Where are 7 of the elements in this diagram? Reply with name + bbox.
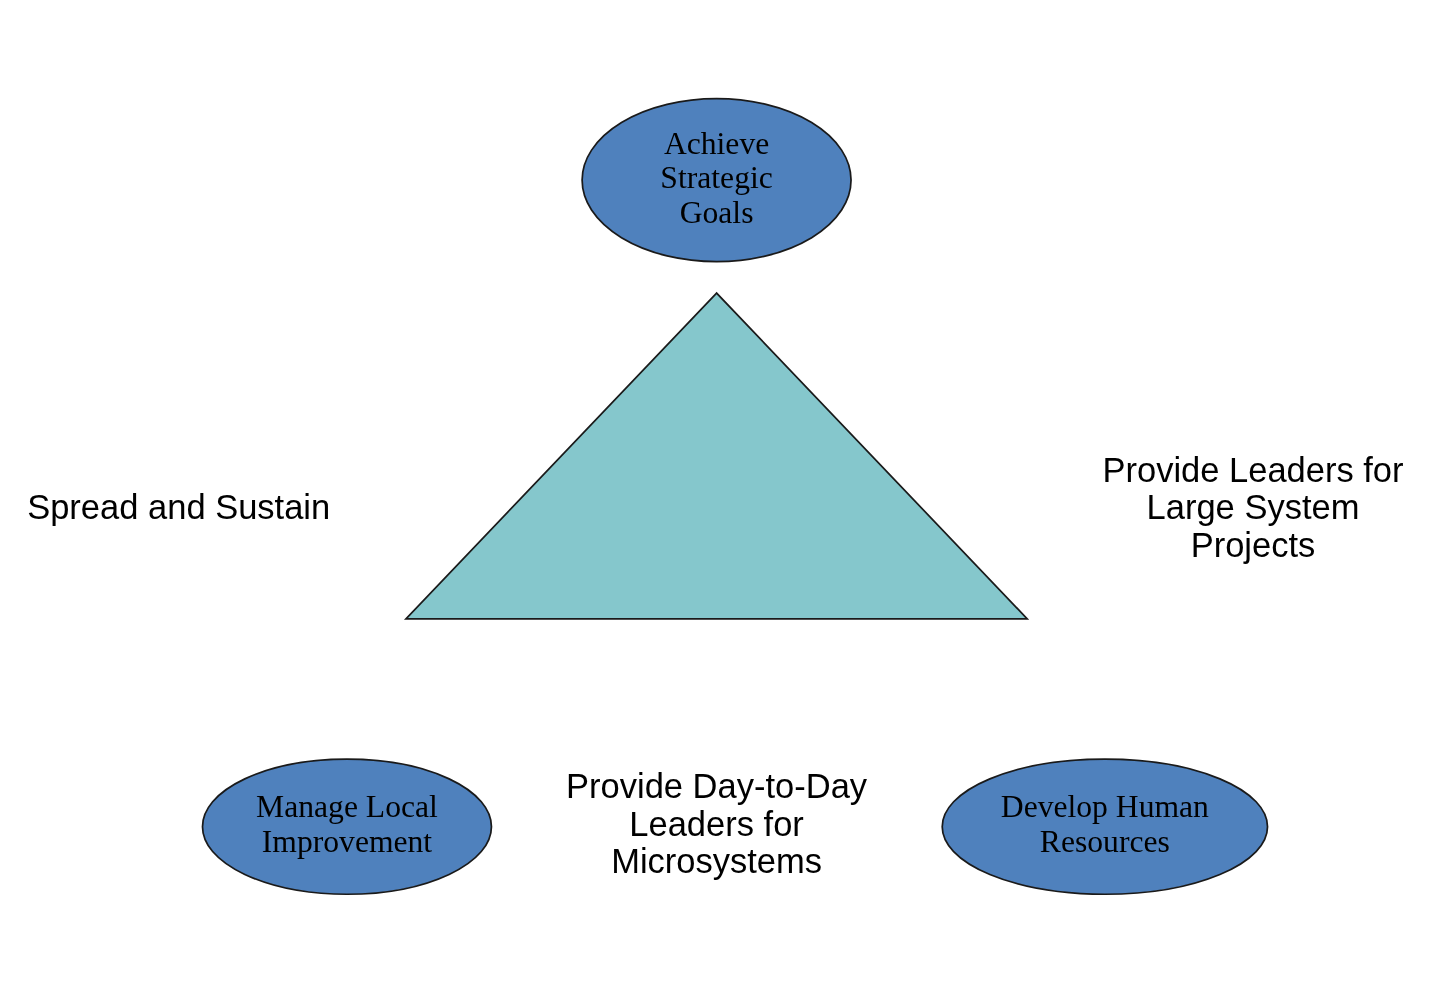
- node-triangle: [403, 291, 1030, 620]
- node-ellipse: Manage Local Improvement: [201, 757, 493, 895]
- node-ellipse: Develop Human Resources: [941, 757, 1269, 895]
- node-ellipse: Achieve Strategic Goals: [581, 97, 852, 262]
- label: Provide Day-to-Day Leaders for Microsystems: [566, 766, 868, 880]
- label: Spread and Sustain: [27, 487, 331, 526]
- label: Provide Leaders for Large System Projects: [1102, 450, 1404, 564]
